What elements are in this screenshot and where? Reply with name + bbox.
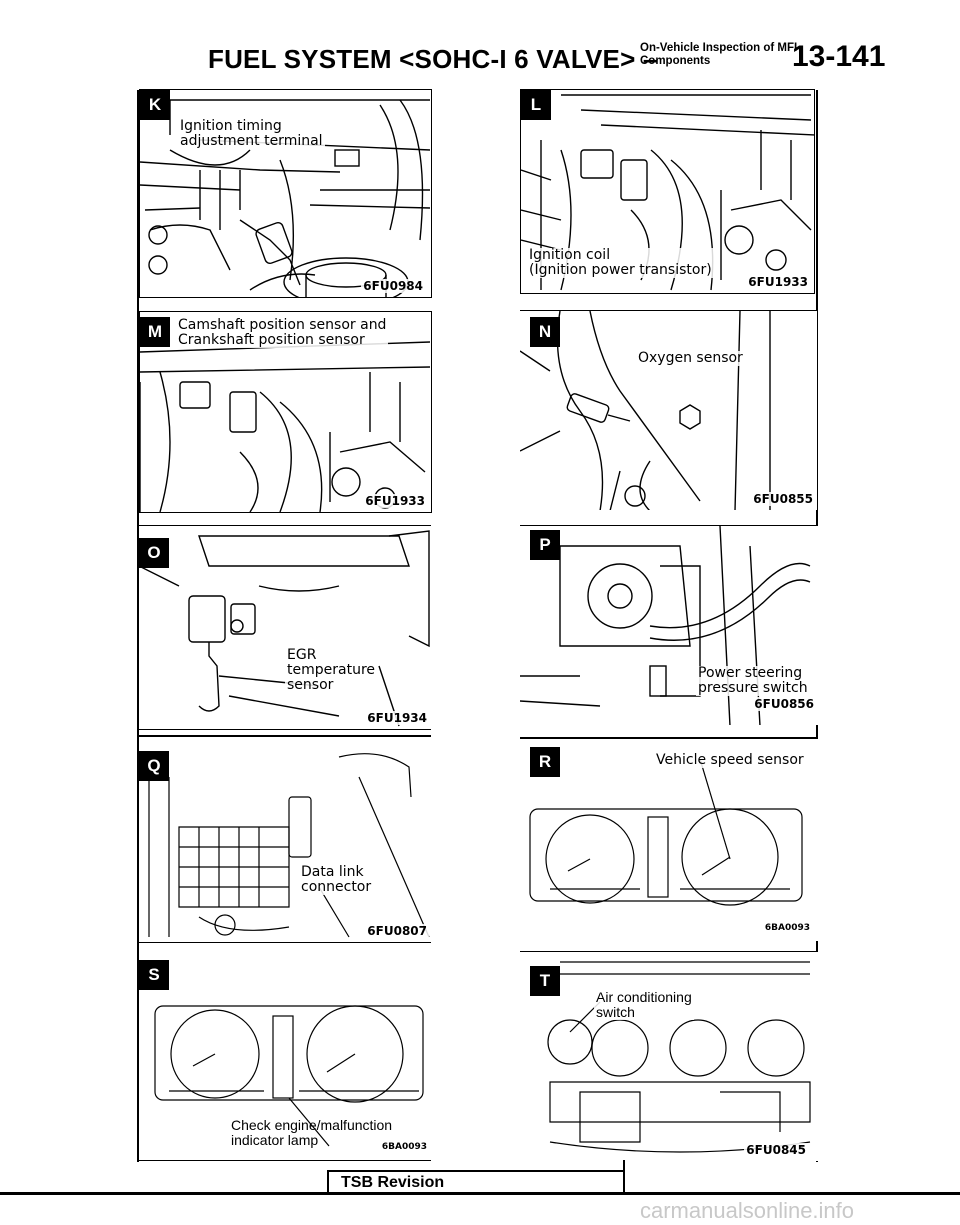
panel-q-data-link: Q Data link connector 6FU0807: [139, 735, 431, 943]
panel-m-camshaft-sensor: M Camshaft position sensor and Crankshaf…: [139, 311, 432, 513]
page-header: FUEL SYSTEM <SOHC-I 6 VALVE> – On-Vehicl…: [0, 0, 960, 80]
page-number: 13-141: [792, 40, 886, 73]
panel-n-badge: N: [530, 317, 560, 347]
engine-illustration-k: [140, 99, 431, 297]
page-bottom-rule: [0, 1192, 960, 1195]
section-title: FUEL SYSTEM <SOHC-I 6 VALVE> –: [208, 44, 658, 74]
panel-s-code: 6BA0093: [381, 1142, 427, 1152]
panel-q-code: 6FU0807: [365, 924, 429, 938]
instrument-cluster-s: [154, 1005, 424, 1147]
panel-s-label: Check engine/malfunction indicator lamp: [231, 1117, 393, 1148]
panel-k-ignition-timing: K Ignition timing adjustment terminal 6F…: [139, 89, 432, 298]
panel-r-label: Vehicle speed sensor: [654, 752, 806, 768]
panel-r-badge: R: [530, 747, 560, 777]
panel-k-badge: K: [140, 90, 170, 120]
panel-m-code: 6FU1933: [363, 494, 427, 508]
panel-l-code: 6FU1933: [746, 275, 810, 289]
panel-p-badge: P: [530, 530, 560, 560]
panel-t-code: 6FU0845: [744, 1143, 808, 1157]
panel-l-ignition-coil: L Ignition coil (Ignition power transist…: [520, 89, 815, 294]
panel-r-vehicle-speed: R Vehicle speed sensor 6BA0093: [520, 737, 818, 941]
tsb-divider: [623, 1160, 625, 1192]
panel-l-label: Ignition coil (Ignition power transistor…: [527, 247, 714, 278]
panel-s-check-engine: S Check engine/malfunction indicator lam…: [139, 946, 431, 1161]
panel-k-label: Ignition timing adjustment terminal: [178, 118, 325, 149]
panel-t-badge: T: [530, 966, 560, 996]
panel-m-badge: M: [140, 317, 170, 347]
panel-o-label: EGR temperature sensor: [285, 647, 377, 693]
climate-panel-illustration-t: [547, 961, 811, 1153]
panel-n-code: 6FU0855: [751, 492, 815, 506]
watermark: carmanualsonline.info: [640, 1198, 855, 1223]
panel-n-label: Oxygen sensor: [636, 350, 745, 366]
panel-q-badge: Q: [139, 751, 169, 781]
panel-o-egr-sensor: O EGR temperature sensor 6FU1934: [139, 525, 431, 730]
subtitle-line-2: Components: [640, 55, 711, 67]
panel-k-code: 6FU0984: [361, 279, 425, 293]
panel-p-power-steering: P Power steering pressure switch 6FU0856: [520, 525, 818, 725]
left-column-rule: [137, 90, 139, 1162]
panel-o-badge: O: [139, 538, 169, 568]
panel-q-label: Data link connector: [299, 864, 374, 895]
panel-p-code: 6FU0856: [752, 697, 816, 711]
panel-s-badge: S: [139, 960, 169, 990]
engine-illustration-o: [139, 530, 430, 727]
tsb-revision-label: TSB Revision: [341, 1174, 445, 1191]
panel-p-label: Power steering pressure switch: [696, 665, 810, 696]
panel-r-code: 6BA0093: [764, 923, 810, 933]
panel-n-oxygen-sensor: N Oxygen sensor 6FU0855: [520, 310, 818, 510]
subtitle-line-1: On-Vehicle Inspection of MFI: [640, 42, 798, 54]
instrument-cluster-r: [529, 758, 803, 906]
dashboard-illustration-q: [148, 753, 430, 938]
panel-m-label: Camshaft position sensor and Crankshaft …: [176, 317, 389, 348]
panel-t-air-conditioning: T Air conditioning switch 6FU0845: [520, 951, 818, 1161]
panel-t-label: Air conditioning switch: [594, 989, 694, 1020]
panel-l-badge: L: [521, 90, 551, 120]
tsb-revision-box: TSB Revision: [327, 1170, 624, 1192]
section-subtitle: On-Vehicle Inspection of MFI Components: [640, 42, 797, 68]
panel-o-code: 6FU1934: [365, 711, 429, 725]
engine-illustration-n: [520, 311, 771, 510]
